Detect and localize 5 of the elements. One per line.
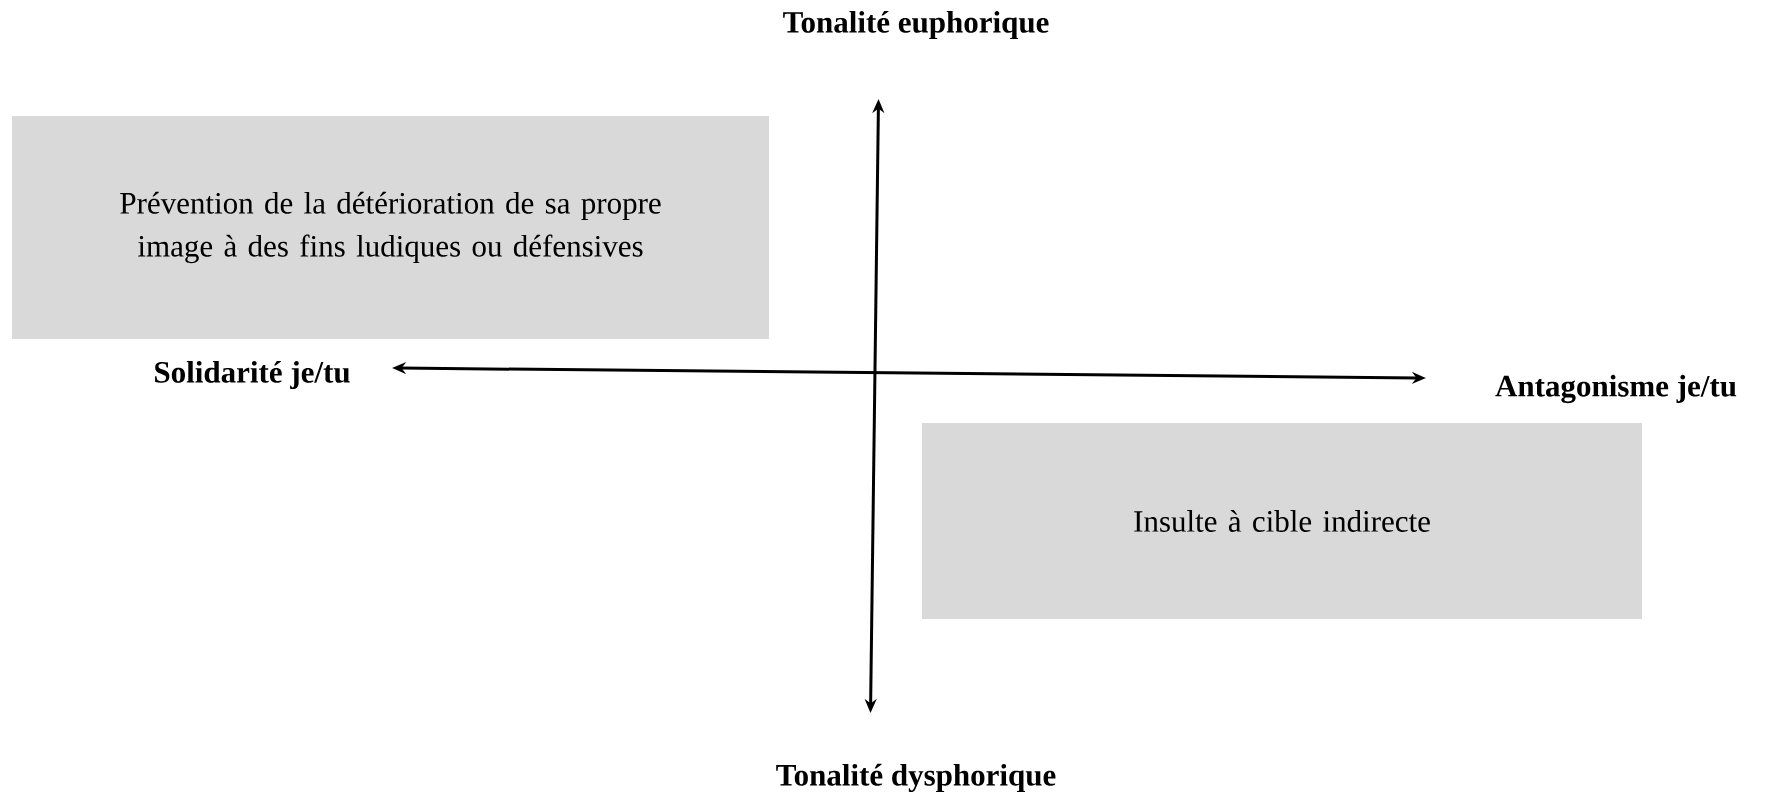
- axis-label: Tonalité euphorique: [783, 10, 1049, 40]
- text-box: Prévention de la détérioration de sa propre image à des fins ludiques ou défensives: [12, 116, 769, 339]
- text-box: Insulte à cible indirecte: [922, 423, 1642, 619]
- axis-label: Tonalité dysphorique: [776, 763, 1056, 793]
- axis-label: Antagonisme je/tu: [1495, 374, 1737, 404]
